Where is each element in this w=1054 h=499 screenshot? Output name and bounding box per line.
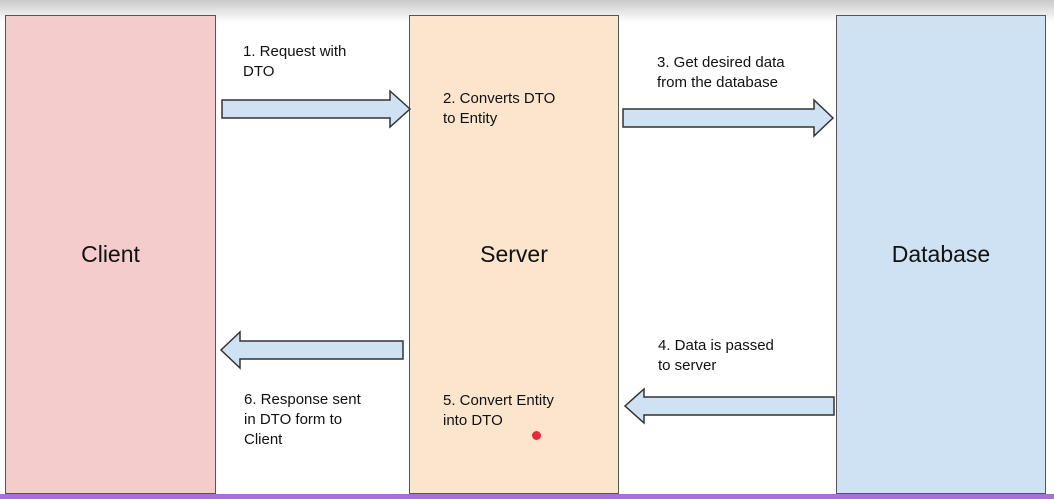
step4-label: 4. Data is passed to server	[658, 337, 774, 374]
arrow-request	[221, 89, 412, 129]
client-box: Client	[5, 15, 216, 494]
step3-label: 3. Get desired data from the database	[657, 54, 785, 91]
client-label: Client	[81, 241, 140, 267]
database-label: Database	[891, 241, 991, 267]
step6-label: 6. Response sent in DTO form to Client	[244, 391, 361, 448]
database-box: Database	[836, 15, 1046, 494]
arrow-response	[219, 330, 404, 370]
top-shade	[0, 0, 1054, 22]
pointer-dot	[532, 431, 541, 440]
step5-label: 5. Convert Entity into DTO	[443, 392, 554, 429]
arrow-get-data	[622, 98, 835, 138]
server-box: Server	[409, 15, 619, 494]
step2-label: 2. Converts DTO to Entity	[443, 90, 556, 127]
server-label: Server	[480, 241, 548, 267]
step1-label: 1. Request with DTO	[243, 43, 347, 80]
bottom-bar	[0, 494, 1054, 499]
arrow-data-passed	[623, 387, 835, 425]
